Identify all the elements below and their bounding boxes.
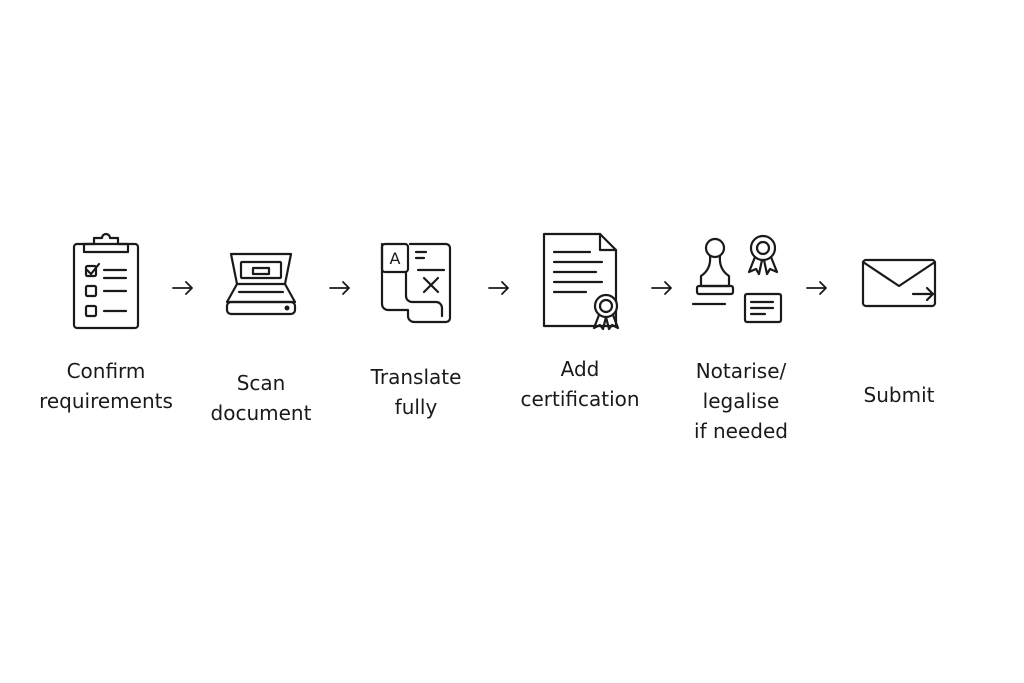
step-submit: Submit (814, 228, 984, 410)
step-add-certification: Add certification (495, 228, 665, 414)
step-label-line: requirements (39, 389, 173, 413)
step-label-line: certification (520, 387, 640, 411)
arrow-right-icon (327, 278, 353, 298)
step-scan-document: Scan document (176, 228, 346, 428)
step-label: Add certification (495, 354, 665, 414)
step-translate-fully: A Translate fully (331, 228, 501, 422)
step-label-line: Confirm (66, 359, 146, 383)
step-label-line: legalise (702, 389, 780, 413)
step-label-line: Scan (236, 371, 286, 395)
scanner-icon (225, 252, 297, 316)
arrow-right-icon (649, 278, 675, 298)
step-label: Translate fully (331, 362, 501, 422)
step-label-line: fully (394, 395, 438, 419)
step-label: Confirm requirements (21, 356, 191, 416)
step-label-line: document (210, 401, 312, 425)
step-label-line: Translate (370, 365, 462, 389)
clipboard-checklist-icon (72, 232, 140, 330)
step-label: Submit (814, 380, 984, 410)
step-notarise-legalise: Notarise/ legalise if needed (656, 228, 826, 446)
step-label-line: Submit (863, 383, 935, 407)
arrow-right-icon (170, 278, 196, 298)
arrow-right-icon (804, 278, 830, 298)
translate-icon: A (380, 242, 452, 324)
stamp-seal-icon (691, 234, 783, 324)
step-label-line: if needed (694, 419, 788, 443)
envelope-send-icon (861, 258, 937, 308)
step-label: Notarise/ legalise if needed (656, 356, 826, 446)
svg-text:A: A (390, 249, 401, 268)
arrow-right-icon (486, 278, 512, 298)
step-label-line: Notarise/ (695, 359, 787, 383)
certificate-document-icon (542, 232, 620, 331)
step-label-line: Add (560, 357, 600, 381)
step-confirm-requirements: Confirm requirements (21, 228, 191, 416)
step-label: Scan document (176, 368, 346, 428)
